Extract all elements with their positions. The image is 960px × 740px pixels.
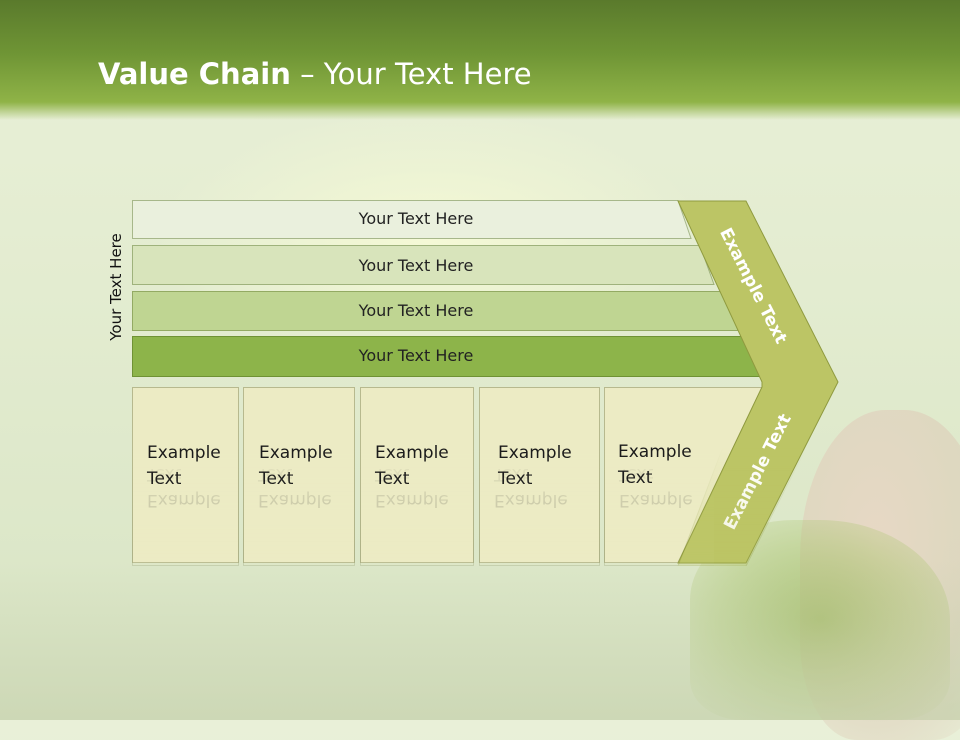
column-1-line1: Example xyxy=(147,443,221,463)
reflection-chevron-svg xyxy=(677,386,839,566)
reflection-chevron-polygon xyxy=(677,386,839,566)
column-1-line2: Text xyxy=(147,469,182,489)
column-5-line2: Text xyxy=(618,468,653,488)
column-2: Example Text xyxy=(243,387,355,563)
bar-4-label: Your Text Here xyxy=(358,346,474,365)
background-shadow xyxy=(0,560,960,720)
slide-title-rest: – Your Text Here xyxy=(290,57,532,91)
column-1-text: Example Text xyxy=(147,440,237,492)
column-4-text: Example Text xyxy=(498,440,588,492)
column-3: Example Text xyxy=(360,387,474,563)
bar-2-label: Your Text Here xyxy=(358,256,474,275)
slide-title: Value Chain – Your Text Here xyxy=(98,52,532,96)
column-2-line2: Text xyxy=(259,469,294,489)
reflection: Example Text Example Text Example Text E… xyxy=(132,386,852,566)
column-3-text: Example Text xyxy=(375,440,465,492)
side-label: Your Text Here xyxy=(107,233,125,341)
column-5-line1: Example xyxy=(618,442,692,462)
column-2-text: Example Text xyxy=(259,440,349,492)
bar-1-label: Your Text Here xyxy=(358,209,474,228)
bar-3-label: Your Text Here xyxy=(358,301,474,320)
column-4-line1: Example xyxy=(498,443,572,463)
column-1: Example Text xyxy=(132,387,239,563)
slide-title-bold: Value Chain xyxy=(98,57,291,91)
header-band xyxy=(0,0,960,120)
column-3-line2: Text xyxy=(375,469,410,489)
column-2-line1: Example xyxy=(259,443,333,463)
background-photo xyxy=(0,110,960,740)
column-3-line1: Example xyxy=(375,443,449,463)
column-4: Example Text xyxy=(479,387,600,563)
column-4-line2: Text xyxy=(498,469,533,489)
column-5-text: Example Text xyxy=(618,439,692,491)
